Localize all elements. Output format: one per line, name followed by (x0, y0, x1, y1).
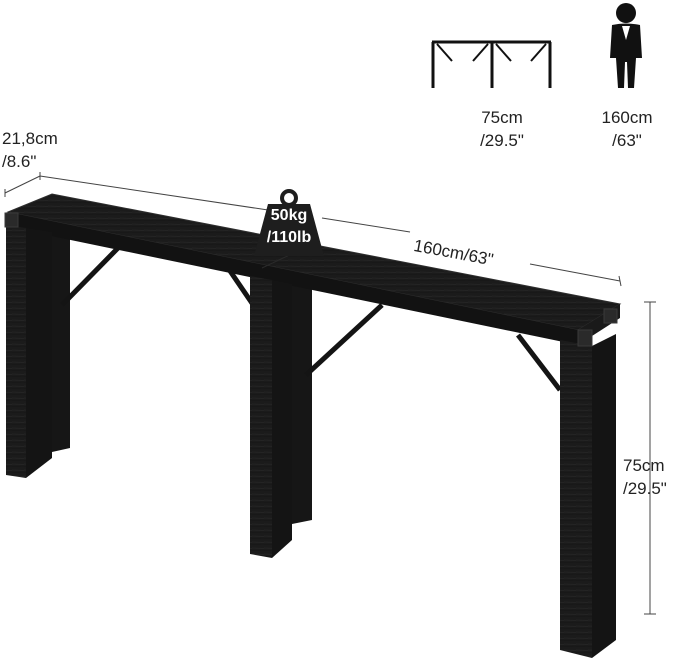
person-silhouette-icon (610, 3, 642, 88)
front-middle-leg (250, 276, 272, 558)
depth-dimension-line (4, 172, 41, 197)
back-middle-leg (292, 282, 312, 524)
reference-person-height-value: 160cm (601, 108, 653, 127)
depth-imperial: /8.6" (2, 152, 37, 171)
height-dimension-line (644, 301, 656, 615)
back-left-leg (52, 230, 70, 452)
depth-label: 21,8cm /8.6" (2, 127, 58, 173)
load-capacity-label: 50kg /110lb (254, 205, 324, 249)
length-dimension-line (39, 175, 622, 287)
height-label: 75cm /29.5" (623, 454, 667, 500)
front-left-leg (6, 225, 26, 478)
height-value: 75cm (623, 456, 665, 475)
depth-value: 21,8cm (2, 129, 58, 148)
reference-table-height-label: 75cm /29.5" (472, 106, 532, 152)
height-imperial: /29.5" (623, 479, 667, 498)
console-table (4, 193, 622, 658)
reference-table-height-value: 75cm (481, 108, 523, 127)
reference-person-height-imperial: /63" (612, 131, 642, 150)
table-outline-icon (431, 40, 552, 88)
reference-person-height-label: 160cm /63" (592, 106, 662, 152)
tabletop-front-edge (8, 212, 578, 345)
weight-icon (254, 189, 324, 256)
load-weight-lb: /110lb (266, 229, 312, 246)
front-right-leg (560, 340, 592, 658)
reference-table-height-imperial: /29.5" (480, 131, 524, 150)
load-weight-kg: 50kg (270, 207, 308, 224)
